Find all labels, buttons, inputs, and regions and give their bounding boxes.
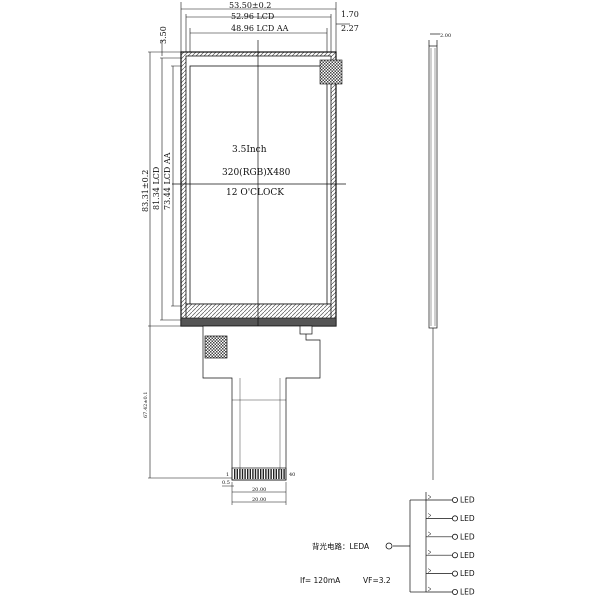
fpc-pin	[252, 469, 254, 479]
led-label: LED	[460, 532, 475, 541]
view-direction: 12 O'CLOCK	[226, 188, 284, 198]
fpc-pin	[262, 469, 264, 479]
led-terminal	[451, 570, 458, 577]
fpc-pin	[278, 469, 280, 479]
right-offset-1-label: 1.70	[341, 10, 359, 19]
leda-terminal	[385, 542, 393, 550]
led-label: LED	[460, 514, 475, 523]
fpc-pin	[265, 469, 267, 479]
display-resolution: 320(RGB)X480	[222, 167, 291, 178]
fpc-pin	[236, 469, 238, 479]
fpc-pin	[267, 469, 270, 479]
backlight-circuit-label: 背光电路：LEDA	[312, 541, 370, 551]
led-terminal	[451, 533, 458, 540]
diode-icon	[427, 568, 432, 573]
side-thickness-label: 2.00	[440, 33, 451, 39]
aa-width-label: 48.96 LCD AA	[231, 24, 289, 33]
fpc-length-label: 67.42±0.1	[143, 392, 149, 418]
backlight-circuit	[393, 492, 427, 593]
fpc-pin	[249, 469, 251, 479]
fpc-pin	[283, 469, 285, 479]
fpc-tail	[202, 325, 321, 481]
display-size: 3.5Inch	[232, 145, 267, 155]
fpc-pin	[244, 469, 246, 479]
right-offset-2-label: 2.27	[341, 24, 359, 33]
led-label: LED	[460, 551, 475, 560]
vf-voltage-label: VF=3.2	[363, 576, 391, 585]
fpc-pin	[260, 469, 262, 479]
fpc-width-2-label: 20.00	[252, 497, 266, 503]
led-label: LED	[460, 588, 475, 597]
fpc-pin	[234, 469, 236, 479]
fpc-pin	[241, 469, 244, 479]
lcd-width-label: 52.96 LCD	[231, 12, 274, 21]
if-current-label: If= 120mA	[300, 576, 341, 585]
fpc-pin-contacts	[234, 469, 285, 479]
fpc-pin	[270, 469, 272, 479]
led-terminal	[451, 552, 458, 559]
side-view	[428, 33, 440, 480]
fpc-pin	[280, 469, 283, 479]
diode-icon	[427, 531, 432, 537]
fpc-pin-end-label: 40	[289, 472, 295, 478]
led-terminal	[451, 515, 458, 522]
fpc-width-1-label: 20.00	[252, 487, 266, 493]
aa-height-label: 73.44 LCD AA	[163, 152, 172, 210]
lcd-height-label: 81.34 LCD	[152, 167, 161, 210]
fpc-pin	[273, 469, 275, 479]
top-offset-label: 3.50	[159, 26, 168, 44]
top-dimensions	[180, 2, 350, 60]
led-label: LED	[460, 496, 475, 505]
fpc-pin	[239, 469, 241, 479]
fpc-pin	[254, 469, 257, 479]
lcd-module	[172, 40, 346, 480]
outline-width-label: 53.50±0.2	[229, 1, 271, 10]
diode-icon	[427, 549, 432, 555]
fpc-pin	[257, 469, 259, 479]
led-list: LED LED LED LED LED LED	[426, 494, 475, 597]
diode-icon	[427, 586, 432, 592]
outline-height-label: 83.31±0.2	[141, 170, 150, 212]
led-terminal	[451, 589, 458, 596]
diode-icon	[427, 513, 432, 518]
fpc-pin	[247, 469, 249, 479]
led-terminal	[451, 496, 458, 503]
fpc-dimensions	[222, 482, 287, 505]
fpc-pitch-label: 0.5	[222, 480, 230, 486]
diode-icon	[427, 494, 432, 500]
led-label: LED	[460, 569, 475, 578]
fpc-pin-start-label: 1	[226, 472, 229, 478]
fpc-pin	[275, 469, 277, 479]
